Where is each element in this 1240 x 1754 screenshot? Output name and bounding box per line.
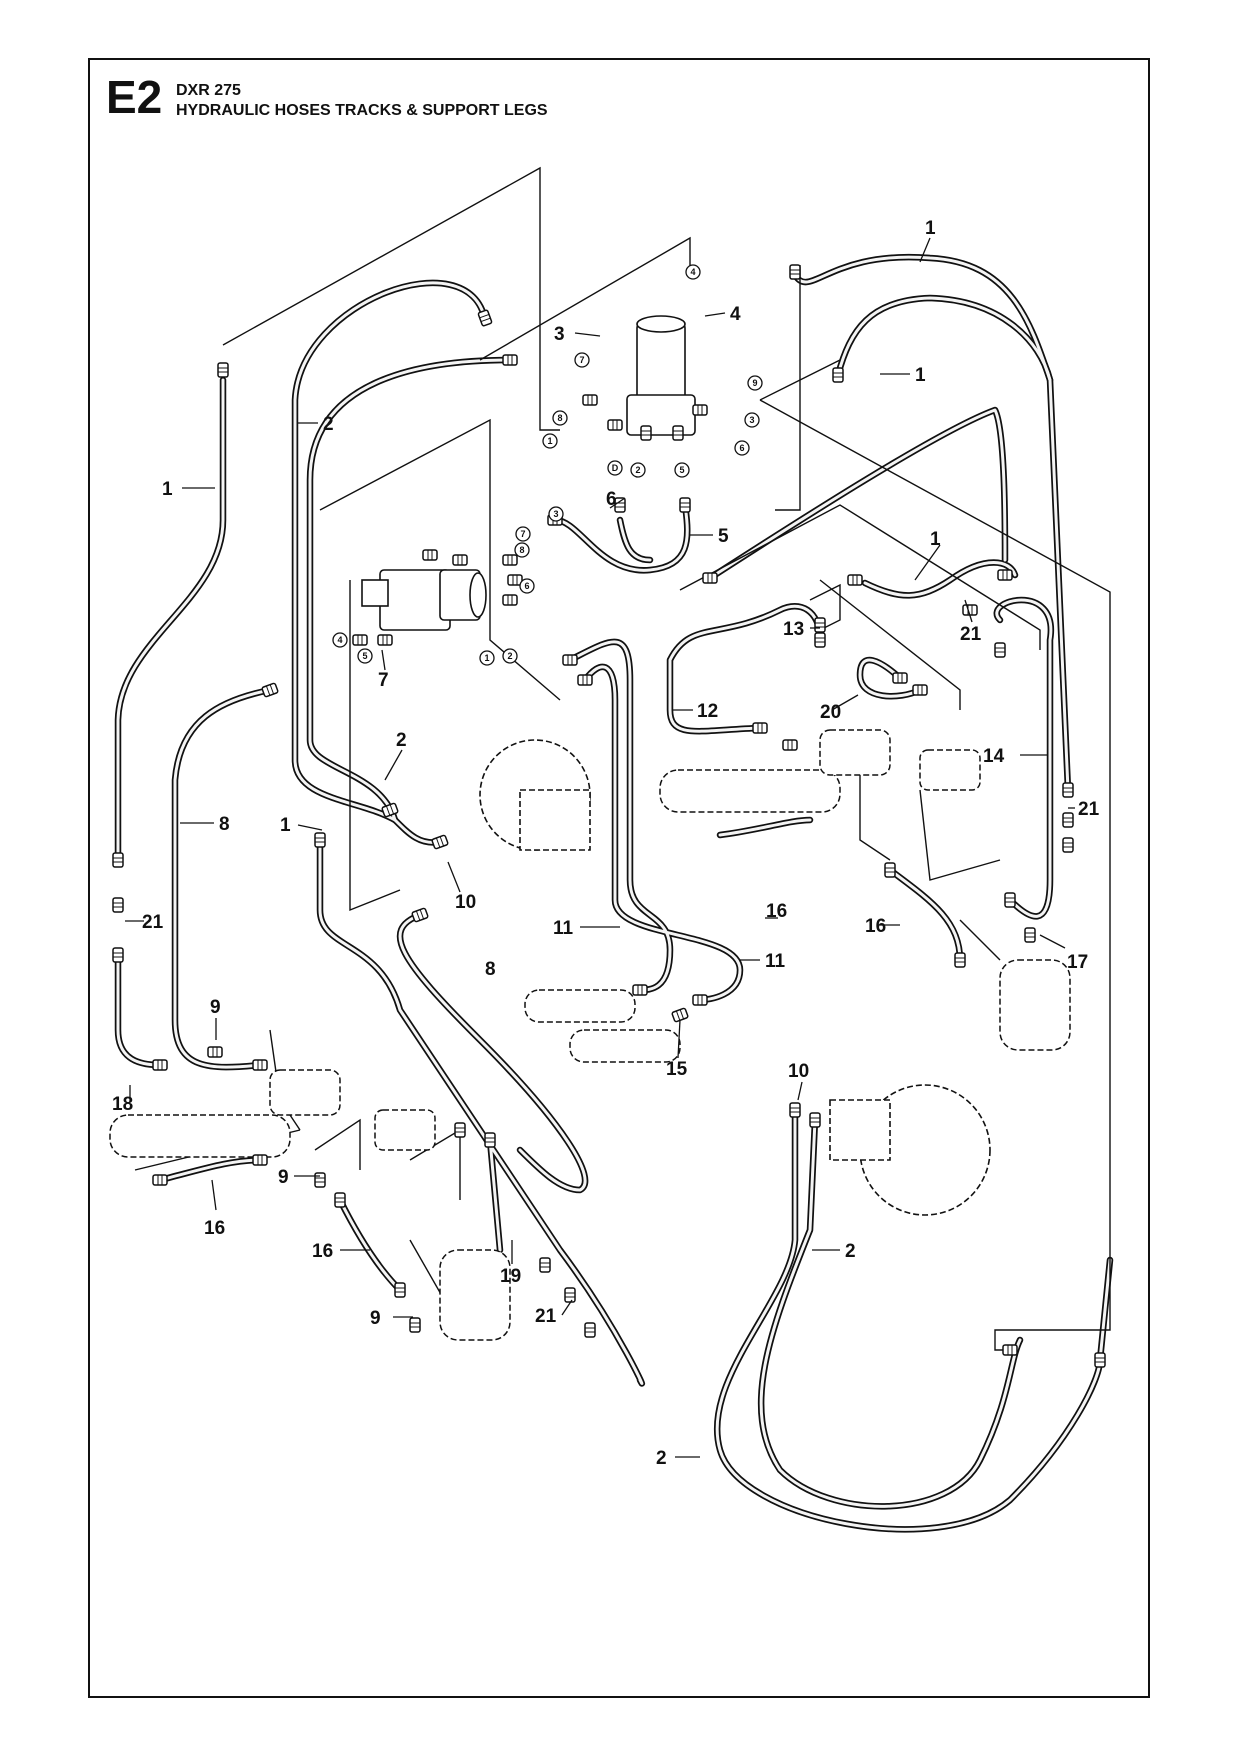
- callout-1-left: 1: [162, 479, 173, 500]
- callout-21-upper: 21: [960, 624, 982, 645]
- callout-3: 3: [554, 324, 565, 345]
- control-valve-block: [361, 569, 487, 631]
- marker-5-top: 5: [679, 465, 684, 475]
- callout-9-lower: 9: [370, 1308, 381, 1329]
- callout-16-lower: 16: [312, 1241, 333, 1262]
- callout-12: 12: [697, 701, 718, 722]
- callout-2-lower-right: 2: [845, 1241, 856, 1262]
- callout-7: 7: [378, 670, 389, 691]
- marker-2-valve: 2: [507, 651, 512, 661]
- callout-13: 13: [783, 619, 804, 640]
- callout-1-right: 1: [915, 365, 926, 386]
- swivel-valve: [626, 315, 696, 436]
- callout-9-mid: 9: [278, 1167, 289, 1188]
- marker-d-top: D: [612, 463, 619, 473]
- marker-3-top: 3: [749, 415, 754, 425]
- callout-10-lower: 10: [788, 1061, 809, 1082]
- marker-1-top: 1: [547, 436, 552, 446]
- hoses: [114, 253, 1114, 1533]
- marker-8-top: 8: [557, 413, 562, 423]
- marker-7-valve: 7: [520, 529, 525, 539]
- support-leg-cylinders: [109, 729, 1071, 1341]
- leader-lines: [134, 166, 1111, 1351]
- connection-marker-labels: 4 7 9 8 1 3 6 D 2 5 3 7 8 6 4 5 1 2: [337, 267, 757, 663]
- callout-1-center-left: 1: [280, 815, 291, 836]
- callout-11-right: 11: [765, 951, 786, 972]
- callout-21-lower: 21: [535, 1306, 557, 1327]
- marker-4-valve: 4: [337, 635, 342, 645]
- callout-1-mid-right: 1: [930, 529, 941, 550]
- callout-10-upper: 10: [455, 892, 476, 913]
- callout-labels: 1 1 1 1 1 1 2 2 2 2 3 4 5 6 7 8 8 9 9 9 …: [112, 218, 1100, 1469]
- callout-16-right: 16: [865, 916, 886, 937]
- callout-6: 6: [606, 489, 617, 510]
- callout-2-upper: 2: [323, 414, 334, 435]
- connection-markers: [332, 264, 763, 666]
- callout-leaders: [125, 237, 1075, 1458]
- track-motor-right: [829, 1084, 991, 1216]
- callout-21-right: 21: [1078, 799, 1100, 820]
- drawing-frame: [88, 58, 1150, 1698]
- page-title: HYDRAULIC HOSES TRACKS & SUPPORT LEGS: [176, 102, 548, 119]
- callout-4: 4: [730, 304, 741, 325]
- callout-8-lower: 8: [485, 959, 496, 980]
- callout-20: 20: [820, 702, 841, 723]
- marker-4-top: 4: [690, 267, 695, 277]
- callout-16-upper: 16: [766, 901, 787, 922]
- callout-8-left: 8: [219, 814, 230, 835]
- marker-9-top: 9: [752, 378, 757, 388]
- callout-5: 5: [718, 526, 729, 547]
- callout-21-left: 21: [142, 912, 164, 933]
- callout-9-upper: 9: [210, 997, 221, 1018]
- marker-8-valve: 8: [519, 545, 524, 555]
- section-code: E2: [106, 71, 163, 123]
- callout-16-left: 16: [204, 1218, 225, 1239]
- callout-15: 15: [666, 1059, 688, 1080]
- callout-14: 14: [983, 746, 1005, 767]
- callout-2-bottom: 2: [656, 1448, 667, 1469]
- track-motor-left: [479, 739, 591, 851]
- marker-6-top: 6: [739, 443, 744, 453]
- marker-6-valve: 6: [524, 581, 529, 591]
- model-name: DXR 275: [176, 82, 241, 99]
- marker-7-top: 7: [579, 355, 584, 365]
- callout-11-left: 11: [553, 918, 574, 939]
- callout-19: 19: [500, 1266, 521, 1287]
- callout-18: 18: [112, 1094, 133, 1115]
- marker-3-valve: 3: [553, 509, 558, 519]
- callout-1-top-right: 1: [925, 218, 936, 239]
- callout-2-motor: 2: [396, 730, 407, 751]
- marker-5-valve: 5: [362, 651, 367, 661]
- marker-2-top: 2: [635, 465, 640, 475]
- callout-17: 17: [1067, 952, 1088, 973]
- marker-1-valve: 1: [484, 653, 489, 663]
